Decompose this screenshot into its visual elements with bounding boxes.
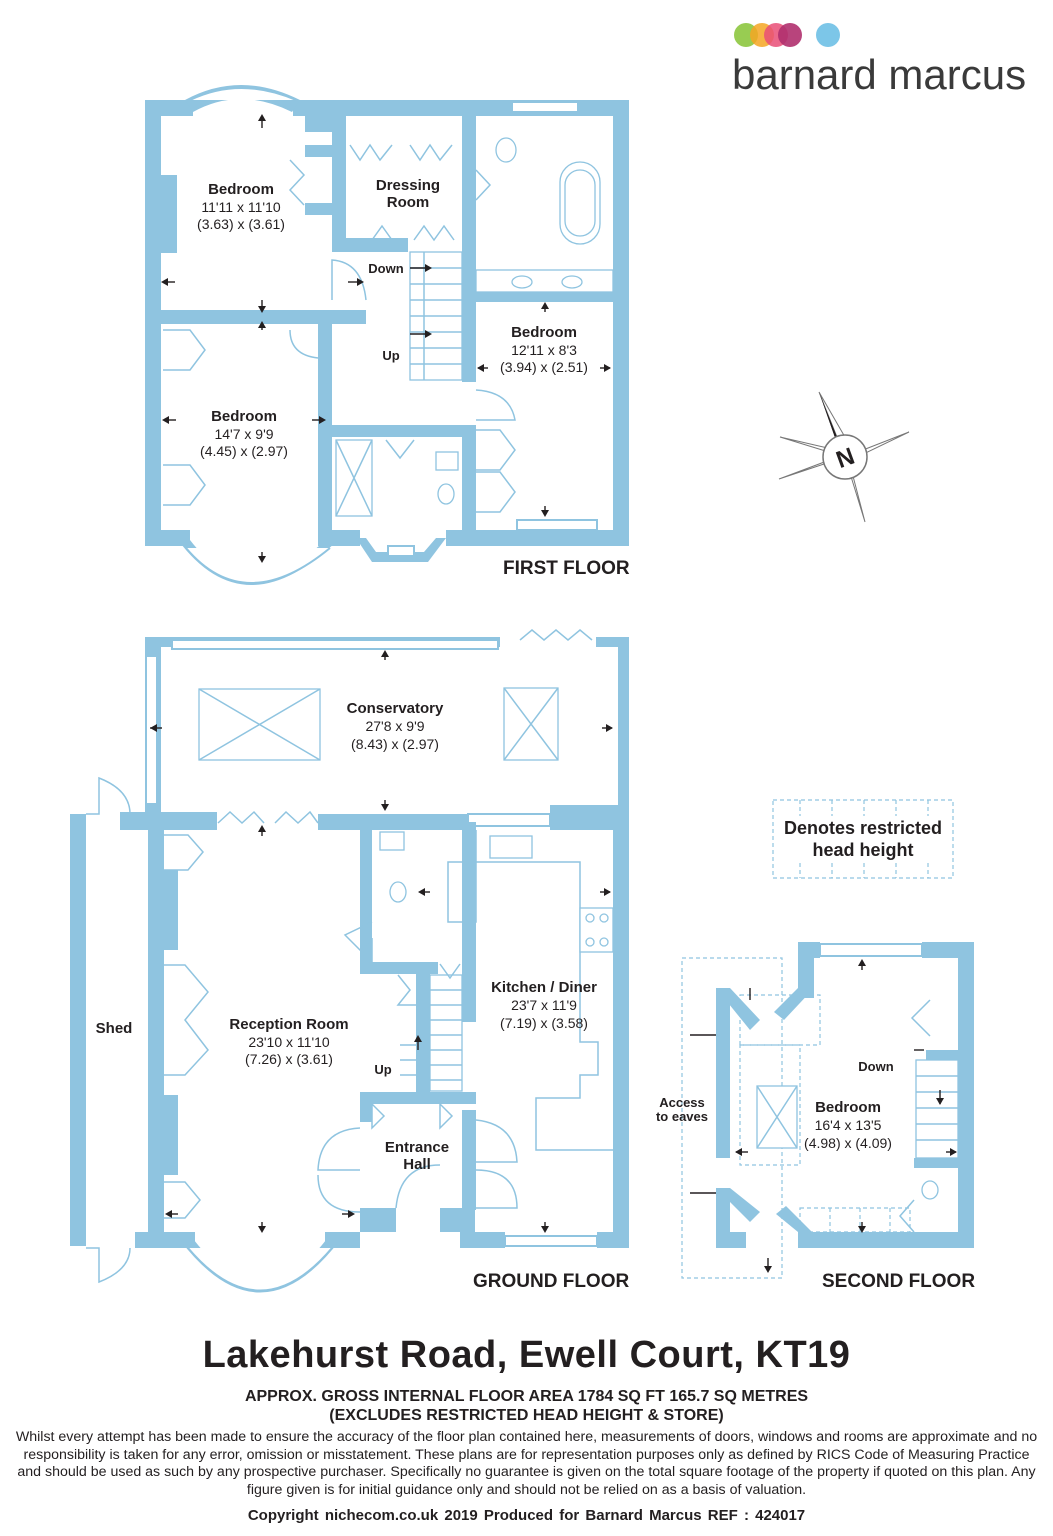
room-name: Hall (403, 1156, 431, 1173)
room-name: Reception Room (229, 1016, 348, 1033)
room-size: 12'11 x 8'3 (511, 342, 577, 358)
first-floor-plan: Bedroom 11'11 x 11'10 (3.63) x (3.61) Dr… (145, 85, 630, 585)
floor-plan: barnard marcus (70, 23, 1026, 1293)
room-name: Bedroom (208, 181, 274, 198)
stairs-down-label: Down (368, 261, 403, 276)
stairs-up-label: Up (382, 348, 399, 363)
stairs-down-label: Down (858, 1059, 893, 1074)
eaves-label: to eaves (656, 1109, 708, 1124)
room-name: Shed (96, 1020, 133, 1037)
eaves-label: Access (659, 1095, 705, 1110)
brand-logo: barnard marcus (732, 23, 1026, 98)
disclaimer: Whilst every attempt has been made to en… (15, 1429, 1038, 1498)
room-size-metric: (3.63) x (3.61) (197, 216, 285, 232)
room-name: Bedroom (511, 324, 577, 341)
room-size-metric: (4.45) x (2.97) (200, 443, 288, 459)
floor-area-note: (EXCLUDES RESTRICTED HEAD HEIGHT & STORE… (329, 1407, 724, 1424)
room-name: Entrance (385, 1139, 449, 1156)
floor-label: GROUND FLOOR (473, 1271, 629, 1292)
room-size: 14'7 x 9'9 (214, 426, 273, 442)
room-name: Conservatory (347, 700, 444, 717)
room-size-metric: (7.26) x (3.61) (245, 1051, 333, 1067)
logo-dot-5 (816, 23, 840, 47)
legend-line-1: Denotes restricted (784, 818, 942, 838)
brand-name: barnard marcus (732, 51, 1026, 98)
copyright: Copyright nichecom.co.uk 2019 Produced f… (247, 1507, 806, 1524)
room-name: Bedroom (211, 408, 277, 425)
compass-rose: N (778, 391, 910, 523)
floor-area: APPROX. GROSS INTERNAL FLOOR AREA 1784 S… (244, 1388, 809, 1405)
floor-label: SECOND FLOOR (822, 1271, 975, 1292)
room-name: Bedroom (815, 1099, 881, 1116)
second-floor-plan: Bedroom 16'4 x 13'5 (4.98) x (4.09) Acce… (656, 942, 975, 1292)
room-size-metric: (3.94) x (2.51) (500, 359, 588, 375)
room-size: 23'7 x 11'9 (511, 997, 577, 1013)
stairs-up-label: Up (374, 1062, 391, 1077)
room-size-metric: (4.98) x (4.09) (804, 1135, 892, 1151)
room-name: Dressing (376, 177, 440, 194)
legend-line-2: head height (812, 840, 913, 860)
room-size: 16'4 x 13'5 (815, 1117, 882, 1133)
room-name: Kitchen / Diner (491, 979, 597, 996)
room-size: 11'11 x 11'10 (201, 199, 281, 215)
room-size: 23'10 x 11'10 (248, 1034, 330, 1050)
room-size-metric: (7.19) x (3.58) (500, 1015, 588, 1031)
logo-dot-4 (778, 23, 802, 47)
room-size-metric: (8.43) x (2.97) (351, 736, 439, 752)
restricted-height-legend: Denotes restricted head height (772, 799, 954, 879)
property-address: Lakehurst Road, Ewell Court, KT19 (202, 1334, 851, 1376)
room-name: Room (387, 194, 430, 211)
floor-label: FIRST FLOOR (503, 558, 630, 579)
ground-floor-plan: Conservatory 27'8 x 9'9 (8.43) x (2.97) … (70, 629, 629, 1293)
room-size: 27'8 x 9'9 (365, 718, 424, 734)
